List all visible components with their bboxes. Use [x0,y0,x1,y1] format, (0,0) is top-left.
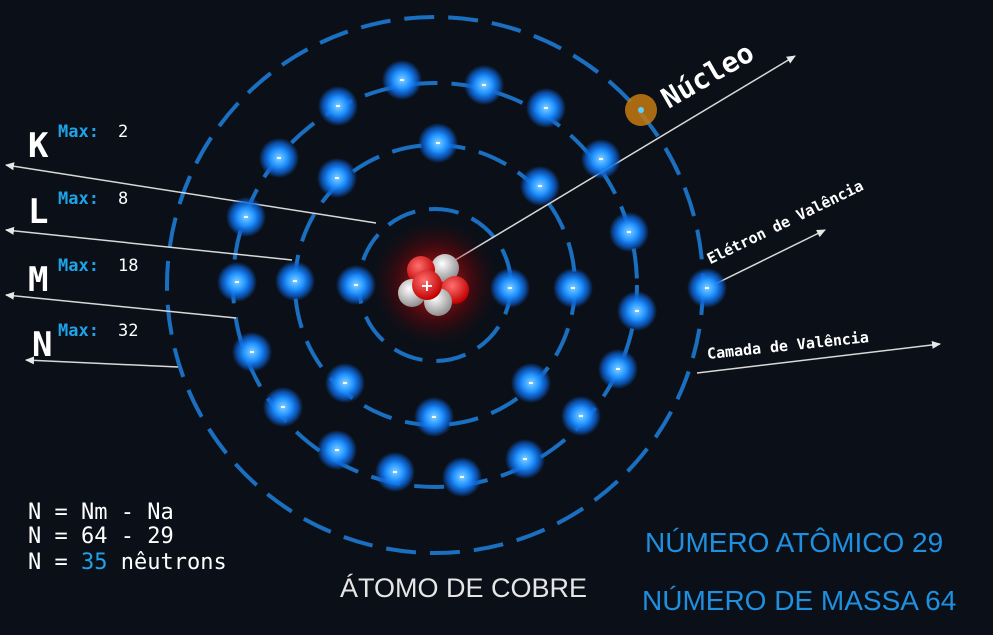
electron-sign: - [543,101,548,116]
electron-sign: - [598,152,603,167]
formula-line-3: N = 35 nêutrons [28,550,227,575]
atomic-number: NÚMERO ATÔMICO 29 [645,527,944,558]
electron: - [318,86,358,126]
electron: - [375,452,415,492]
electron: - [414,397,454,437]
formula-line-3-suffix: nêutrons [107,550,227,575]
electron-sign: - [276,151,281,166]
l-pointer-line [5,226,293,261]
electron: - [561,396,601,436]
electron-sign: - [392,465,397,480]
nucleus [373,221,497,345]
electron: - [317,430,357,470]
electron: - [526,88,566,128]
electron: - [598,349,638,389]
valence-electron-pointer-line [704,229,826,290]
electron-sign: - [399,73,404,88]
electron-sign: - [578,409,583,424]
electron-sign: - [292,274,297,289]
shell-m-max-value: 18 [118,256,139,276]
electron-sign: - [334,171,339,186]
proton-sign: + [420,276,433,295]
proton-center [412,270,442,300]
electron: - [442,457,482,497]
electron-sign: - [522,452,527,467]
shell-k-max-value: 2 [118,122,129,142]
electron: - [418,123,458,163]
shell-n-letter: N [32,325,53,365]
electron: - [336,265,376,305]
pointer-lines [5,55,941,374]
electron: - [581,139,621,179]
electron-sign: - [615,362,620,377]
electron: - [217,262,257,302]
electron-sign: - [280,400,285,415]
shell-k-letter: K [28,126,49,166]
electron: - [232,332,272,372]
electron-sign: - [335,99,340,114]
electron: - [382,60,422,100]
shell-k-max-label: Max: [58,122,99,142]
electron-sign: - [634,304,639,319]
nucleus-pointer-line [451,55,796,263]
valence-marker [625,94,657,126]
shell-m-max-label: Max: [58,256,99,276]
electron-sign: - [234,275,239,290]
electrons: - - - - - - - - - - - - - - - - - - - - - - - - - - - - - [217,60,727,497]
electron: - [259,138,299,178]
electron: - [511,363,551,403]
diagram-title: ÁTOMO DE COBRE [340,573,588,603]
n-pointer-line [25,356,179,368]
electron: - [490,268,530,308]
electron: - [263,387,303,427]
electron-sign: - [459,470,464,485]
electron-sign: - [626,225,631,240]
electron: - [275,261,315,301]
electron-sign: - [481,78,486,93]
formula-line-2: N = 64 - 29 [28,524,174,549]
electron-sign: - [334,443,339,458]
electron-sign: - [570,281,575,296]
electron: - [505,439,545,479]
electron-sign: - [537,179,542,194]
shell-l-max-label: Max: [58,189,99,209]
m-pointer-line [5,291,237,319]
electron: - [609,212,649,252]
electron: - [687,268,727,308]
shell-l-max-value: 8 [118,189,129,209]
electron-sign: - [431,410,436,425]
electron-sign: - [243,210,248,225]
valence-shell-pointer-line [696,340,941,374]
mass-number: NÚMERO DE MASSA 64 [642,585,957,616]
electron-sign: - [342,376,347,391]
electron: - [317,158,357,198]
electron: - [325,363,365,403]
shell-m-letter: M [28,260,49,300]
electron-sign: - [353,278,358,293]
k-pointer-line [5,162,377,224]
electron-sign: - [507,281,512,296]
electron-sign: - [704,281,709,296]
electron-sign: - [435,136,440,151]
electron: - [226,197,266,237]
electron-sign: - [249,345,254,360]
electron: - [464,65,504,105]
electron: - [520,166,560,206]
shell-l-letter: L [28,192,49,232]
electron: - [617,291,657,331]
neutron-count: 35 [80,550,108,575]
shell-n-max-value: 32 [118,321,139,341]
electron-sign: - [528,376,533,391]
electron: - [553,268,593,308]
formula-line-3-prefix: N = [28,550,81,575]
shell-n-max-label: Max: [58,321,99,341]
formula-line-1: N = Nm - Na [28,500,174,525]
